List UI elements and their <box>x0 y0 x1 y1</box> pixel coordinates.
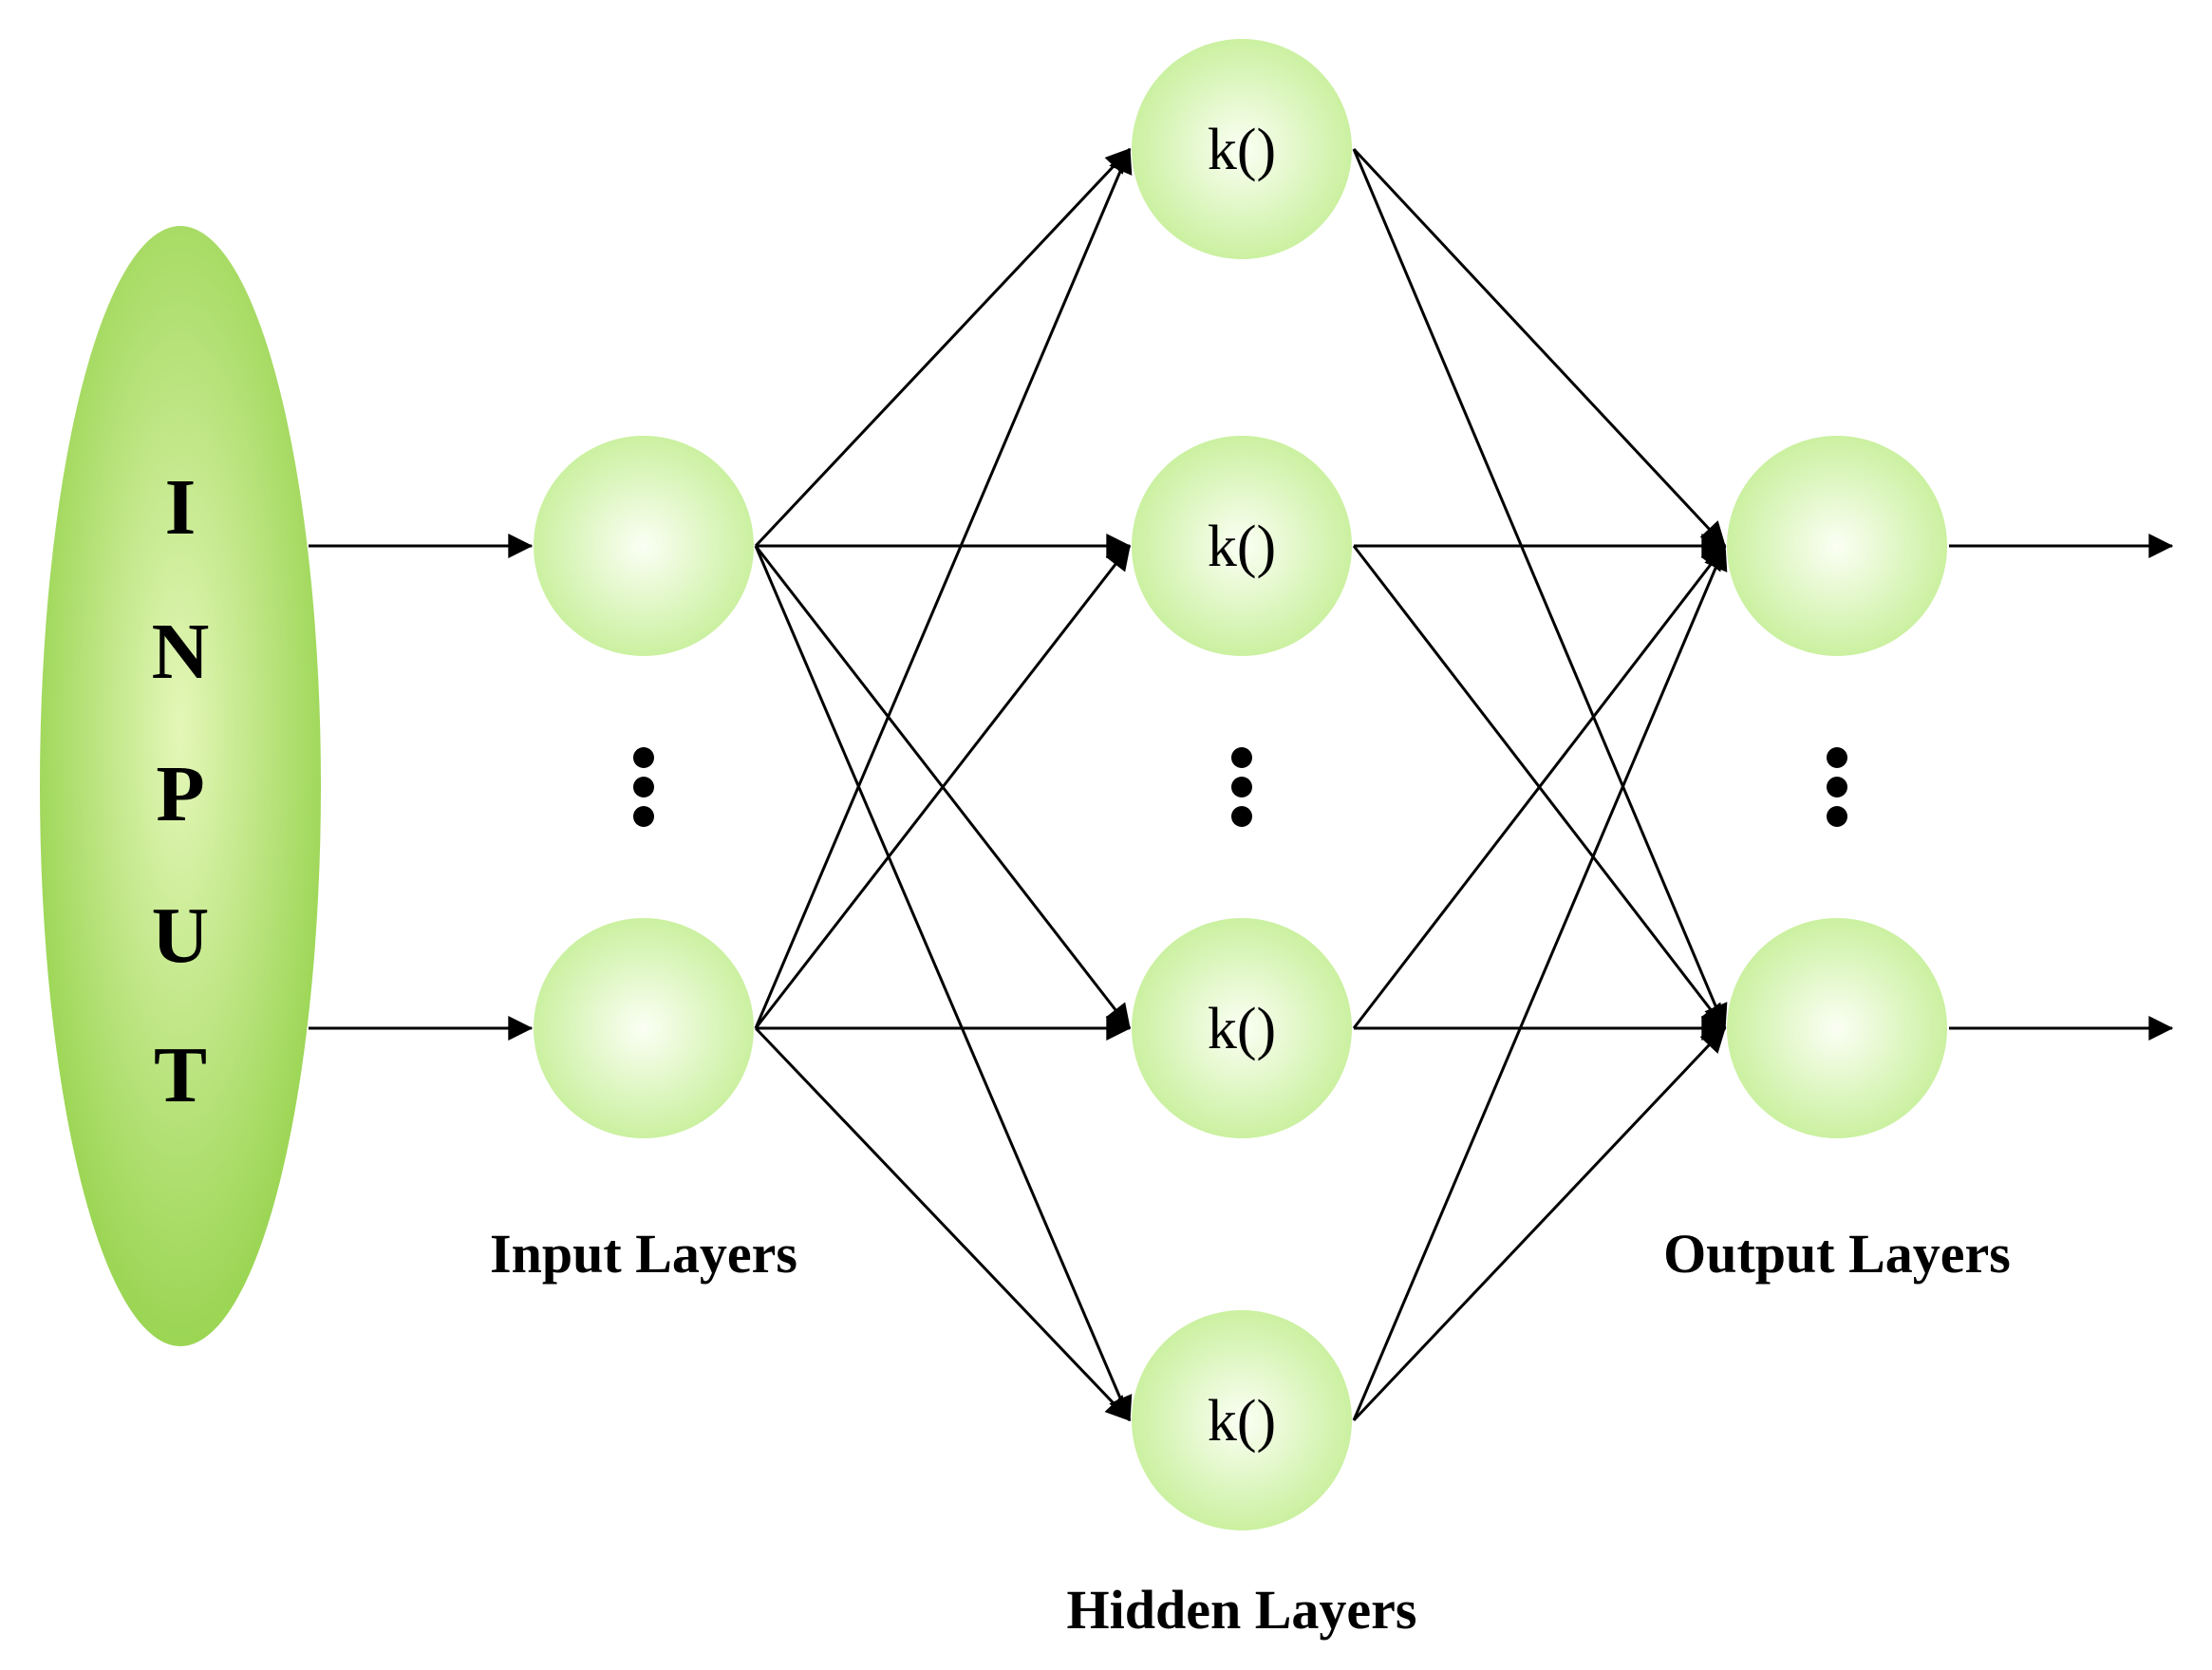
ellipsis-dot <box>1827 747 1847 768</box>
output-layer-label: Output Layers <box>1663 1223 2011 1285</box>
input-to-hidden-arrow <box>754 147 1132 548</box>
output-node <box>1727 436 1947 656</box>
output-node <box>1727 918 1947 1138</box>
input-letter: U <box>152 891 210 980</box>
ellipsis-dot <box>1231 806 1252 827</box>
input-node <box>534 436 754 656</box>
hidden-node-label: k() <box>1208 997 1276 1061</box>
input-layer-label: Input Layers <box>490 1223 797 1285</box>
hidden-node-label: k() <box>1208 1389 1276 1454</box>
connection-lines <box>309 147 2174 1422</box>
input-letter: N <box>152 608 210 696</box>
input-to-hidden-arrow <box>754 1026 1132 1422</box>
hidden-node <box>1132 39 1352 259</box>
hidden-to-output-arrow <box>1352 544 1727 1029</box>
hidden-node-label: k() <box>1208 515 1276 579</box>
ellipsis-dot <box>1827 777 1847 797</box>
hidden-to-output-arrow <box>1352 147 1727 548</box>
output-layer-ellipsis <box>1827 747 1847 827</box>
input-to-hidden-arrow <box>754 147 1133 1029</box>
output-layer: Output Layers <box>1663 436 2011 1285</box>
hidden-node <box>1132 918 1352 1138</box>
hidden-node <box>1132 436 1352 656</box>
ellipsis-dot <box>633 747 654 768</box>
hidden-to-output-arrow <box>1352 148 1728 1030</box>
ellipsis-dot <box>633 777 654 797</box>
ellipsis-dot <box>1231 747 1252 768</box>
hidden-to-output-arrow <box>1352 1026 1727 1422</box>
input-node <box>534 918 754 1138</box>
hidden-layer: k() k() k() k() Hidden Layers <box>1067 39 1417 1641</box>
input-block: I N P U T <box>40 226 321 1346</box>
ellipsis-dot <box>633 806 654 827</box>
input-letter: P <box>156 750 204 838</box>
input-letter: T <box>154 1031 207 1119</box>
ellipsis-dot <box>1231 777 1252 797</box>
input-ellipse <box>40 226 321 1346</box>
hidden-node <box>1132 1310 1352 1530</box>
hidden-layer-ellipsis <box>1231 747 1252 827</box>
hidden-node-label: k() <box>1208 118 1276 182</box>
input-layer-ellipsis <box>633 747 654 827</box>
hidden-layer-label: Hidden Layers <box>1067 1579 1417 1641</box>
input-letter: I <box>165 463 197 552</box>
input-to-hidden-arrow <box>754 545 1133 1422</box>
input-layer: Input Layers <box>490 436 797 1285</box>
ellipsis-dot <box>1827 806 1847 827</box>
input-to-hidden-arrow <box>754 544 1132 1029</box>
hidden-to-output-arrow <box>1352 544 1728 1421</box>
